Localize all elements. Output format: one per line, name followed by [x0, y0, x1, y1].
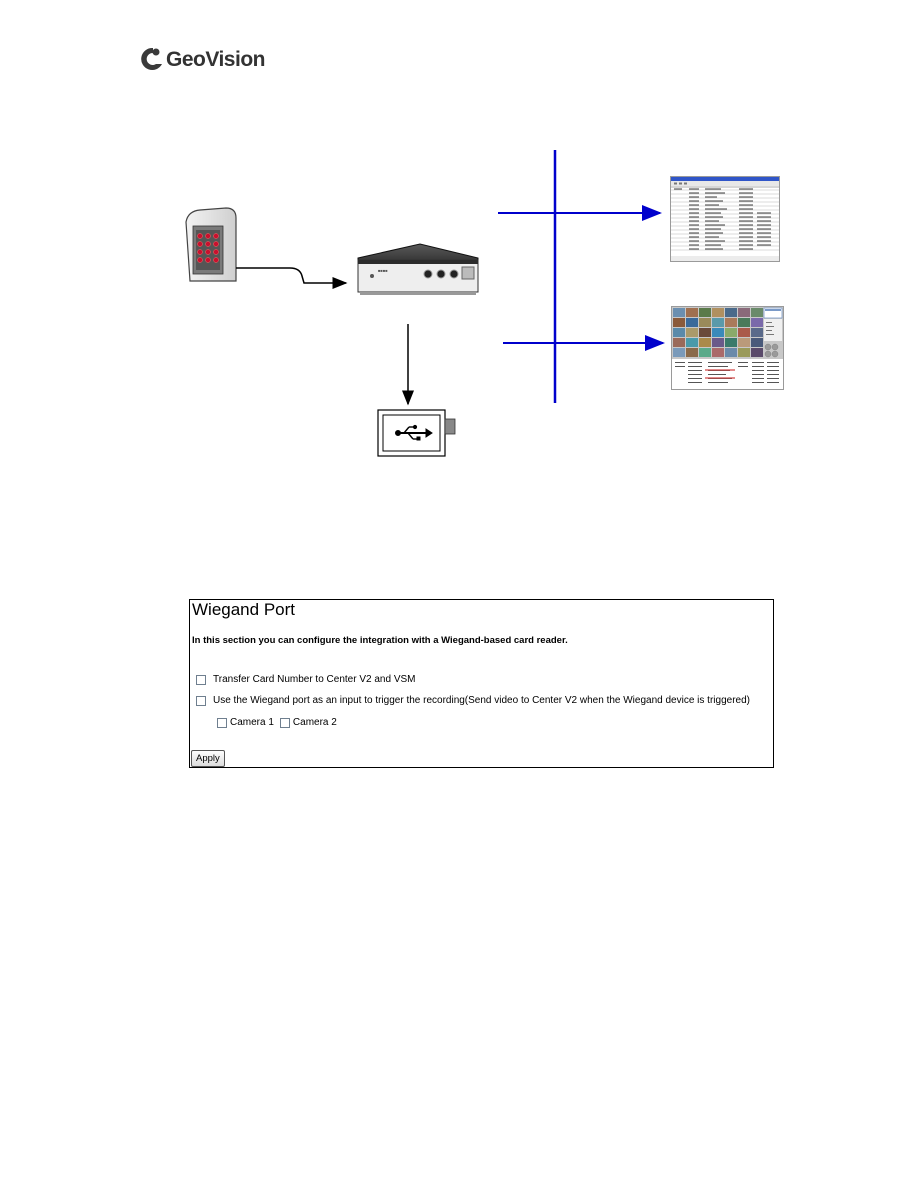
camera-1-checkbox[interactable] — [217, 717, 227, 728]
connection-diagram: ■■■■ — [185, 150, 665, 457]
transfer-card-number-label: Transfer Card Number to Center V2 and VS… — [213, 674, 416, 685]
panel-title: Wiegand Port — [192, 600, 295, 619]
video-server-device-icon: ■■■■ — [357, 243, 479, 295]
logo-text: GeoVision — [166, 48, 265, 71]
camera-options-row: Camera 1 Camera 2 — [217, 717, 337, 728]
svg-text:■■■■: ■■■■ — [378, 268, 388, 273]
trigger-recording-label: Use the Wiegand port as an input to trig… — [213, 695, 750, 706]
center-v2-screenshot-thumbnail — [670, 176, 780, 262]
geovision-logo: GeoVision — [140, 44, 280, 80]
surveillance-software-screenshot-thumbnail — [671, 306, 784, 390]
transfer-card-number-checkbox[interactable] — [196, 674, 206, 685]
wiegand-port-panel: Wiegand Port In this section you can con… — [189, 599, 774, 768]
wiegand-cable — [236, 267, 348, 289]
option-row-trigger-recording: Use the Wiegand port as an input to trig… — [196, 695, 750, 706]
card-reader-icon — [185, 207, 237, 282]
camera-2-label: Camera 2 — [292, 717, 337, 728]
usb-drive-icon — [377, 409, 456, 457]
camera-1-label: Camera 1 — [230, 717, 274, 728]
trigger-recording-checkbox[interactable] — [196, 695, 206, 706]
apply-button[interactable]: Apply — [191, 750, 225, 767]
geovision-logo-mark-icon — [141, 47, 162, 70]
panel-description: In this section you can configure the in… — [192, 635, 568, 646]
option-row-transfer-card: Transfer Card Number to Center V2 and VS… — [196, 674, 416, 685]
camera-2-checkbox[interactable] — [279, 717, 290, 728]
